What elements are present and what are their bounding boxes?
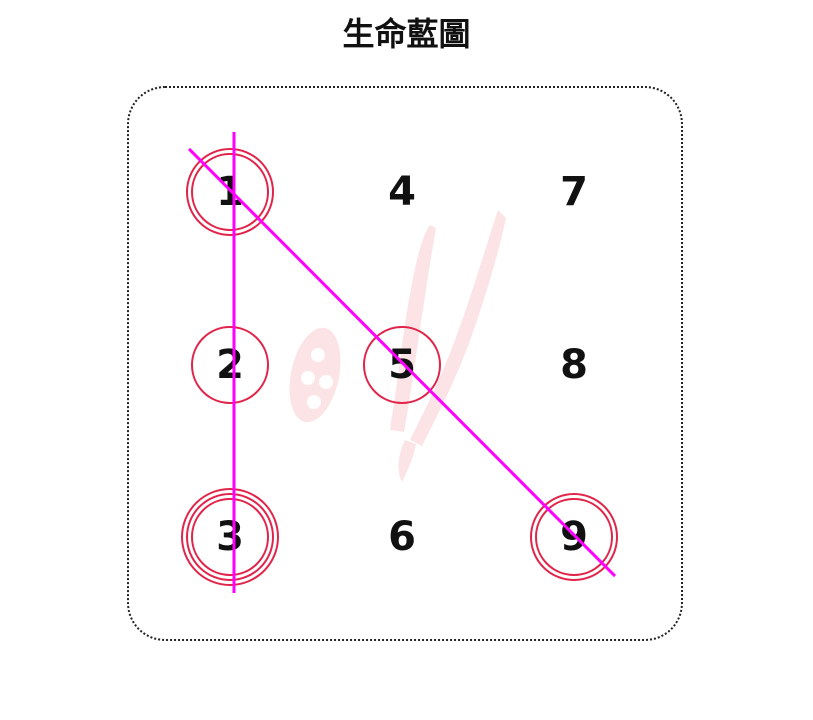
connector-line-1-9: [187, 147, 617, 578]
grid-number-2: 2: [216, 342, 244, 388]
grid-number-3: 3: [216, 514, 244, 560]
circle-marker-2: [191, 326, 269, 404]
ring-1-1: [191, 153, 269, 231]
grid-number-4: 4: [388, 169, 416, 215]
circle-marker-9: [530, 493, 618, 581]
ring-9-1: [535, 498, 613, 576]
circle-marker-3: [181, 488, 279, 586]
ring-2-1: [191, 326, 269, 404]
grid-number-8: 8: [560, 342, 588, 388]
circle-marker-5: [363, 326, 441, 404]
ring-5-1: [363, 326, 441, 404]
grid-number-6: 6: [388, 514, 416, 560]
page-title: 生命藍圖: [342, 15, 471, 53]
ring-3-1: [191, 498, 269, 576]
lines-layer: [187, 132, 617, 593]
grid-number-7: 7: [560, 169, 588, 215]
rings-layer: [181, 148, 618, 586]
ring-3-3: [181, 488, 279, 586]
ring-3-2: [186, 493, 274, 581]
circle-marker-1: [186, 148, 274, 236]
ring-1-2: [186, 148, 274, 236]
diagram-frame: [127, 86, 683, 641]
grid-number-5: 5: [388, 342, 416, 388]
ring-9-2: [530, 493, 618, 581]
